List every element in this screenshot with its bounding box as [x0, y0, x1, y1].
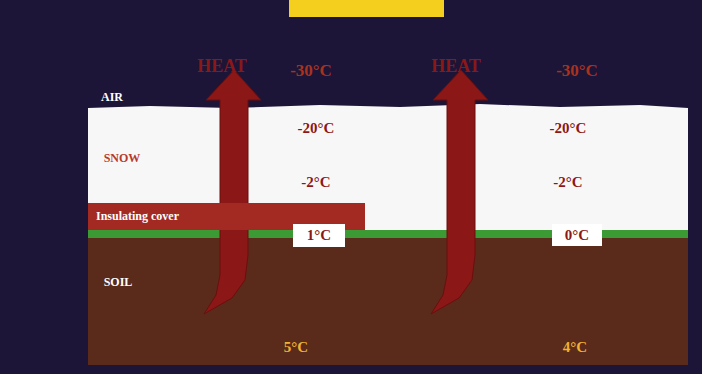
- layer-label: SNOW: [104, 152, 141, 164]
- temperature-box: 1°C: [293, 224, 345, 247]
- temperature-label: 4°C: [563, 340, 587, 355]
- temperature-label: 5°C: [284, 340, 308, 355]
- temperature-label: -30°C: [556, 62, 598, 79]
- temperature-label: -20°C: [550, 121, 587, 136]
- heat-arrow: [204, 70, 261, 314]
- temperature-label: -30°C: [290, 62, 332, 79]
- node-text: Insulating cover: [96, 209, 179, 224]
- heat-arrow: [431, 70, 488, 314]
- snow-layer: [88, 104, 688, 233]
- title-banner: [289, 0, 444, 17]
- temperature-label: -2°C: [553, 175, 582, 190]
- temperature-box: 0°C: [552, 224, 602, 246]
- node-text: 0°C: [565, 227, 589, 244]
- heat-label: HEAT: [431, 57, 481, 75]
- temperature-label: -20°C: [298, 121, 335, 136]
- soil-layer: [88, 238, 688, 365]
- heat-arrows: [204, 70, 488, 314]
- heat-label: HEAT: [197, 57, 247, 75]
- node-text: 1°C: [307, 227, 331, 244]
- temperature-label: -2°C: [301, 175, 330, 190]
- layer-label: SOIL: [104, 276, 133, 288]
- layer-label: AIR: [101, 91, 123, 103]
